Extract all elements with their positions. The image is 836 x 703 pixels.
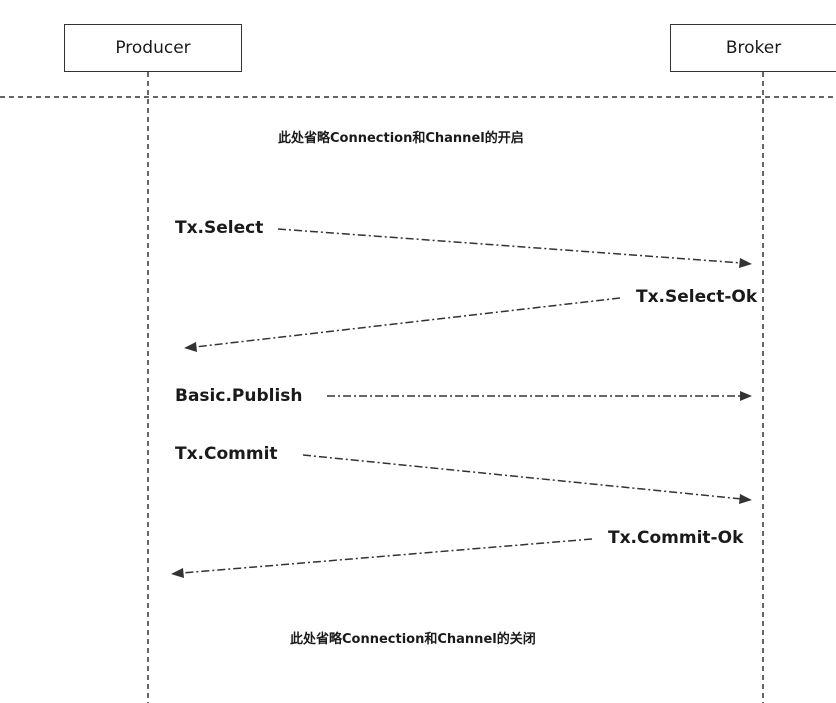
broker-box: Broker [670,24,836,72]
label-tx-commit: Tx.Commit [175,444,278,464]
arrowhead-tx-commit-ok [171,568,184,578]
arrowhead-tx-select [739,258,752,268]
label-basic-publish: Basic.Publish [175,386,303,406]
broker-label: Broker [725,38,782,58]
producer-label: Producer [115,38,191,58]
producer-box: Producer [64,24,242,72]
arrowhead-tx-commit [739,494,752,504]
note-open: 此处省略Connection和Channel的开启 [278,131,524,146]
note-close: 此处省略Connection和Channel的关闭 [290,632,536,647]
arrow-tx-commit [302,454,743,500]
arrowhead-basic-publish [740,391,752,401]
label-tx-select-ok: Tx.Select-Ok [636,287,758,307]
arrow-tx-select [277,228,743,264]
label-tx-select: Tx.Select [175,218,264,238]
arrow-tx-commit-ok [181,538,593,574]
arrow-tx-select-ok [194,297,621,348]
arrowhead-tx-select-ok [184,342,197,352]
label-tx-commit-ok: Tx.Commit-Ok [608,528,744,548]
